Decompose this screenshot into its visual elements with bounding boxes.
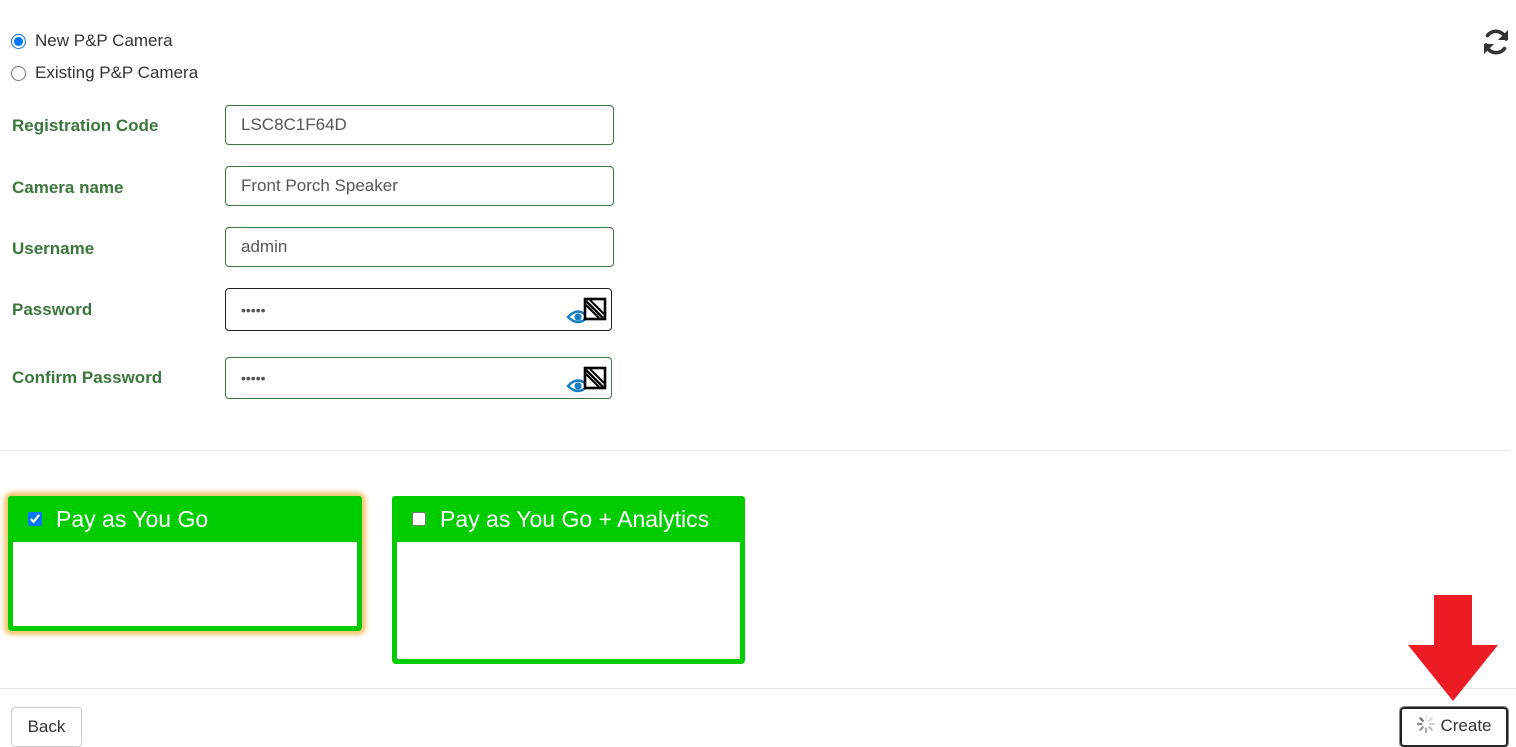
- existing-camera-radio[interactable]: [11, 65, 26, 81]
- username-label: Username: [12, 239, 95, 258]
- eye-slash-icon[interactable]: [566, 297, 610, 325]
- plan-checkbox-pay-as-you-go[interactable]: [28, 512, 42, 526]
- create-label: Create: [1440, 716, 1492, 735]
- confirm-password-label: Confirm Password: [12, 368, 163, 387]
- existing-camera-label: Existing P&P Camera: [35, 63, 199, 82]
- back-button[interactable]: Back: [11, 707, 82, 747]
- plan-card-pay-as-you-go-analytics[interactable]: Pay as You Go + Analytics: [392, 496, 745, 664]
- password-input[interactable]: [225, 288, 612, 331]
- radio-existing-camera[interactable]: Existing P&P Camera: [11, 63, 198, 83]
- plan-header: Pay as You Go + Analytics: [392, 496, 745, 542]
- footer-divider: [0, 688, 1516, 689]
- plan-checkbox-analytics[interactable]: [412, 512, 426, 526]
- registration-code-label: Registration Code: [12, 116, 159, 135]
- refresh-icon[interactable]: [1480, 26, 1512, 58]
- camera-name-label: Camera name: [12, 178, 124, 197]
- confirm-eye-slash-icon[interactable]: [566, 366, 610, 394]
- radio-new-camera[interactable]: New P&P Camera: [11, 31, 173, 51]
- spinner-icon: [1416, 714, 1436, 739]
- password-label: Password: [12, 300, 93, 319]
- confirm-password-input[interactable]: [225, 357, 612, 399]
- create-button[interactable]: Create: [1399, 706, 1509, 747]
- registration-code-input[interactable]: [225, 105, 614, 145]
- new-camera-radio[interactable]: [11, 33, 26, 49]
- username-input[interactable]: [225, 227, 614, 267]
- new-camera-label: New P&P Camera: [35, 31, 173, 50]
- camera-name-input[interactable]: [225, 166, 614, 206]
- plan-card-pay-as-you-go[interactable]: Pay as You Go: [8, 496, 362, 631]
- red-arrow-down-icon: [1406, 595, 1500, 703]
- plan-title: Pay as You Go: [56, 505, 209, 532]
- form-divider: [0, 450, 1509, 451]
- plan-header: Pay as You Go: [8, 496, 362, 542]
- plan-title: Pay as You Go + Analytics: [440, 505, 710, 532]
